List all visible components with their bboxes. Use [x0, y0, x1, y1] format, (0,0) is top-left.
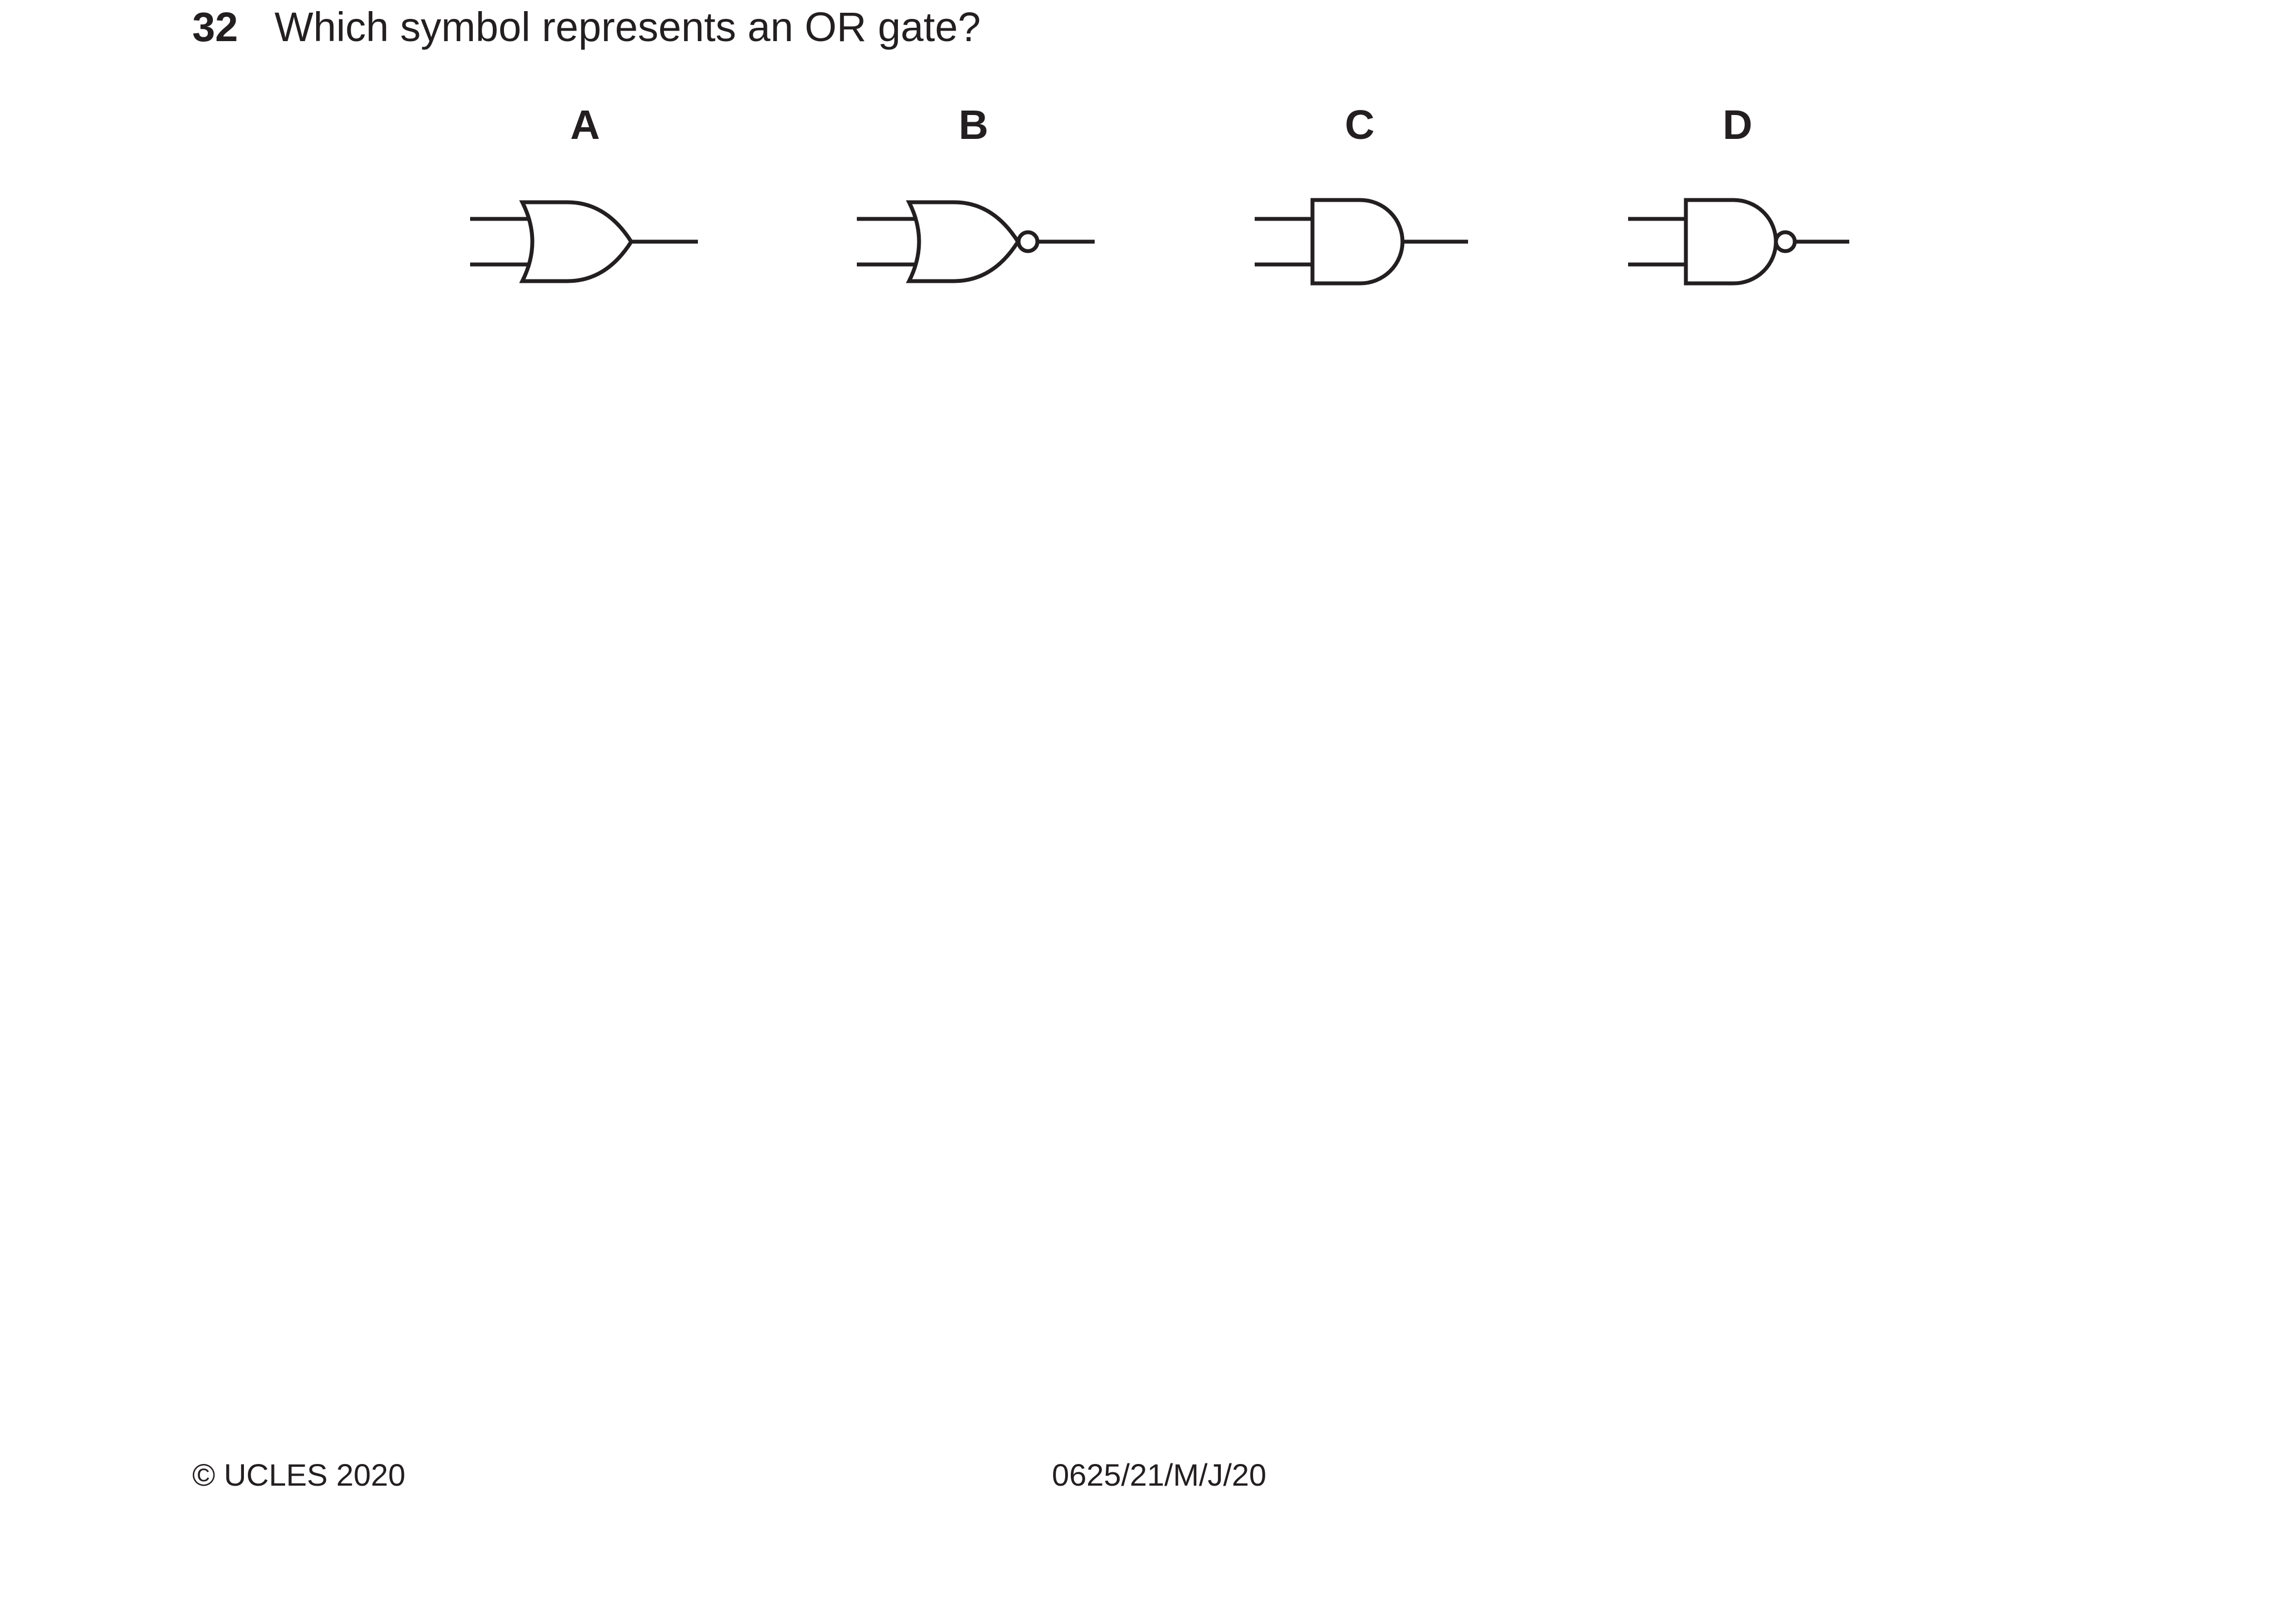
question-number: 32 — [192, 4, 238, 50]
nor-gate-icon — [857, 200, 1095, 283]
footer-paper-code: 0625/21/M/J/20 — [1052, 1457, 1267, 1492]
and-gate-icon — [1255, 198, 1468, 286]
option-label-d: D — [1723, 102, 1753, 148]
nand-gate-icon — [1628, 198, 1849, 286]
option-label-a: A — [570, 102, 600, 148]
footer-copyright: © UCLES 2020 — [192, 1457, 406, 1492]
option-label-b: B — [959, 102, 989, 148]
option-label-c: C — [1345, 102, 1375, 148]
question-text: Which symbol represents an OR gate? — [274, 4, 981, 50]
or-gate-icon — [470, 200, 698, 283]
